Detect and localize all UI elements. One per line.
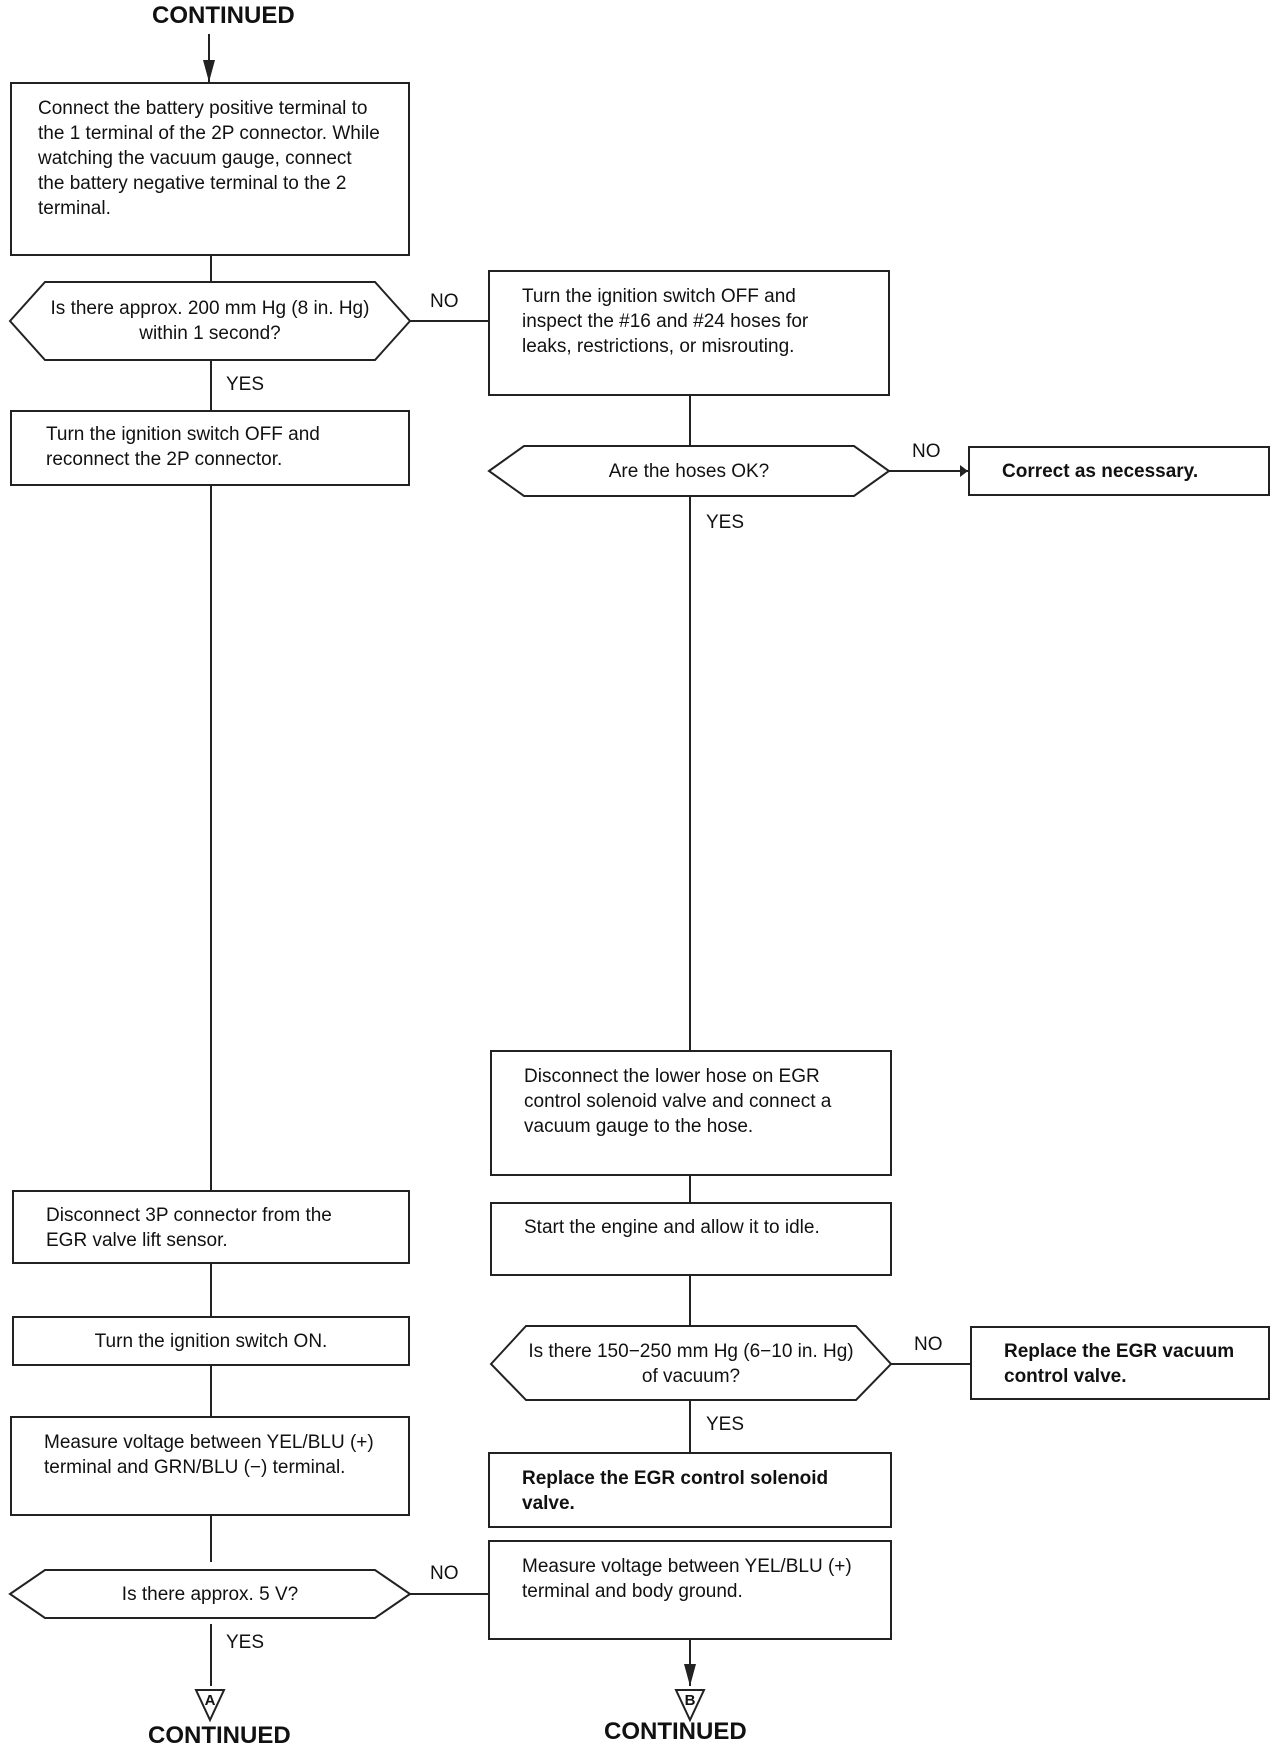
decision-vacuum-150-250-text: Is there 150−250 mm Hg (6−10 in. Hg) of … (528, 1341, 854, 1387)
step-text: Correct as necessary. (1002, 461, 1199, 482)
step-ignition-on: Turn the ignition switch ON. (12, 1316, 410, 1366)
step-start-engine: Start the engine and allow it to idle. (490, 1202, 892, 1276)
arrowhead (684, 1664, 696, 1686)
step-replace-solenoid: Replace the EGR control solenoid valve. (488, 1452, 892, 1528)
step-text: Turn the ignition switch OFF and reconne… (46, 424, 320, 470)
no-label: NO (430, 291, 459, 312)
step-text: Disconnect 3P connector from the EGR val… (46, 1205, 332, 1251)
step-text: Replace the EGR vacuum control valve. (1004, 1341, 1235, 1387)
decision-shape (8, 281, 412, 361)
bottom-left-continued-heading: CONTINUED (148, 1722, 291, 1749)
step-disconnect-lower-hose: Disconnect the lower hose on EGR control… (490, 1050, 892, 1176)
yes-label: YES (706, 1414, 745, 1435)
step-text: Measure voltage between YEL/BLU (+) term… (522, 1556, 852, 1602)
step-measure-yel-body: Measure voltage between YEL/BLU (+) term… (488, 1540, 892, 1640)
step-connect-battery: Connect the battery positive terminal to… (10, 82, 410, 256)
no-label: NO (912, 441, 941, 462)
yes-label: YES (226, 374, 265, 395)
step-text: Turn the ignition switch ON. (94, 1331, 328, 1352)
step-text: Replace the EGR control solenoid valve. (522, 1468, 829, 1514)
top-continued-heading: CONTINUED (152, 2, 295, 29)
decision-shape (487, 445, 891, 497)
step-text: Start the engine and allow it to idle. (524, 1217, 820, 1238)
step-replace-vacuum-control-valve: Replace the EGR vacuum control valve. (970, 1326, 1270, 1400)
yes-label: YES (226, 1632, 265, 1653)
step-inspect-hoses: Turn the ignition switch OFF and inspect… (488, 270, 890, 396)
step-text: Turn the ignition switch OFF and inspect… (522, 286, 809, 357)
step-text: Measure voltage between YEL/BLU (+) term… (44, 1432, 374, 1478)
bottom-right-continued-heading: CONTINUED (604, 1718, 747, 1745)
decision-vacuum-200-text: Is there approx. 200 mm Hg (8 in. Hg) wi… (50, 298, 370, 344)
decision-shape (489, 1325, 893, 1401)
decision-hoses-ok-text: Are the hoses OK? (608, 461, 770, 482)
no-label: NO (914, 1334, 943, 1355)
decision-shape (8, 1569, 412, 1619)
step-correct-as-necessary: Correct as necessary. (968, 446, 1270, 496)
step-disconnect-3p: Disconnect 3P connector from the EGR val… (12, 1190, 410, 1264)
step-text: Connect the battery positive terminal to… (38, 98, 380, 219)
step-measure-yel-grn: Measure voltage between YEL/BLU (+) term… (10, 1416, 410, 1516)
arrowhead (960, 465, 968, 477)
yes-label: YES (706, 512, 745, 533)
connector-b-triangle (674, 1689, 706, 1723)
arrowhead (203, 60, 215, 82)
connector-a-triangle (194, 1689, 226, 1723)
step-turn-off-reconnect: Turn the ignition switch OFF and reconne… (10, 410, 410, 486)
step-text: Disconnect the lower hose on EGR control… (524, 1066, 832, 1137)
connector-b-label: B (684, 1692, 696, 1709)
connector-a-label: A (204, 1692, 216, 1709)
no-label: NO (430, 1563, 459, 1584)
decision-approx-5v-text: Is there approx. 5 V? (121, 1584, 299, 1605)
